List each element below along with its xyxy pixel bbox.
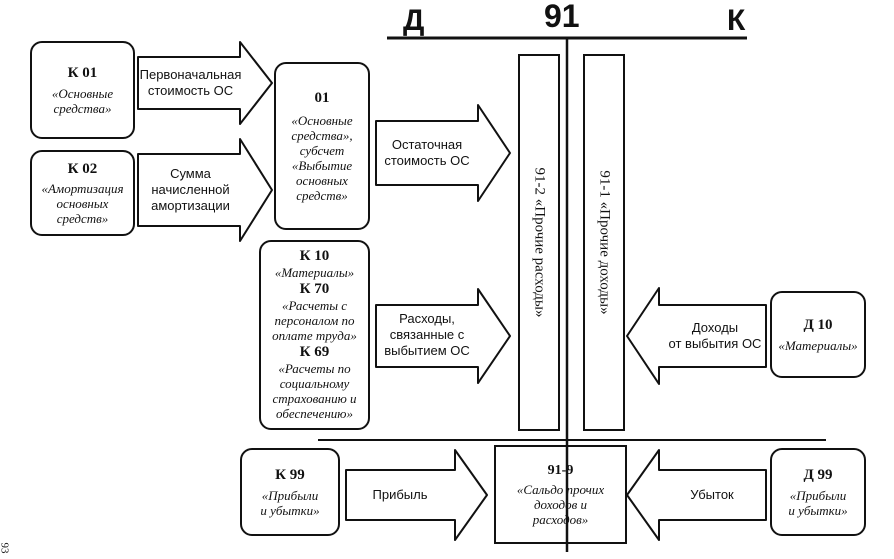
account-code: К 10: [299, 248, 330, 264]
arrow-disposal-income-label: Доходы от выбытия ОС: [665, 320, 765, 352]
label-line: начисленной: [151, 182, 230, 197]
arrow-loss: [626, 449, 767, 541]
account-desc-line: «Расчеты по: [278, 361, 351, 376]
account-desc-line: основных: [296, 173, 348, 188]
account-code: 91-9: [547, 463, 574, 478]
account-code: К 02: [67, 161, 98, 177]
arrow-depreciation: [137, 138, 273, 242]
account-desc-line: средства»: [53, 101, 112, 116]
arrow-disposal-income: [626, 287, 767, 385]
account-desc-line: основных: [56, 196, 109, 211]
account-code: К 01: [67, 65, 98, 81]
credit-header: К: [727, 4, 746, 37]
account-code: Д 10: [803, 317, 833, 333]
label-line: стоимость ОС: [147, 83, 234, 98]
subaccount-911: 91-1 «Прочие доходы»: [584, 55, 624, 430]
account-desc-line: и убытки»: [788, 503, 848, 518]
subaccount-912: 91-2 «Прочие расходы»: [519, 55, 559, 430]
account-code: К 69: [299, 344, 330, 360]
debit-header: Д: [403, 4, 425, 37]
account-desc-line: субсчет: [299, 143, 345, 158]
account-desc-line: «Амортизация: [41, 181, 124, 196]
account-code: 01: [314, 90, 330, 106]
arrow-profit: [345, 449, 488, 541]
page-number: 93: [0, 542, 11, 554]
subaccount-912-box: [518, 54, 560, 431]
account-desc-line: персоналом по: [274, 313, 355, 328]
account-desc-line: средств»: [296, 188, 348, 203]
account-k99-box: К 99 «Прибыли и убытки»: [240, 448, 340, 536]
account-desc-line: «Сальдо прочих: [516, 482, 605, 497]
arrow-disposal-expenses-label: Расходы, связанные с выбытием ОС: [377, 311, 477, 359]
arrow-depreciation-label: Сумма начисленной амортизации: [138, 166, 243, 214]
label-line: Первоначальная: [139, 67, 242, 82]
label-line: Остаточная: [391, 137, 463, 152]
arrow-initial-cost-label: Первоначальная стоимость ОС: [138, 67, 243, 99]
subaccount-911-box: [583, 54, 625, 431]
account-desc-line: расходов»: [532, 512, 589, 527]
account-desc-line: «Выбытие: [291, 158, 353, 173]
account-code: К 99: [275, 467, 305, 483]
subaccount-912-label: 91-2 «Прочие расходы»: [531, 167, 548, 318]
account-desc-line: «Расчеты с: [281, 298, 348, 313]
arrow-residual: [375, 104, 511, 202]
account-01-box: 01 «Основные средства», субсчет «Выбытие…: [274, 62, 370, 230]
subaccount-911-label: 91-1 «Прочие доходы»: [596, 170, 613, 315]
account-desc-line: и убытки»: [260, 503, 320, 518]
label-line: Сумма: [170, 166, 211, 181]
account-k02-box: К 02 «Амортизация основных средств»: [30, 150, 135, 236]
account-desc-line: «Основные: [291, 113, 353, 128]
account-desc-line: «Прибыли: [261, 488, 319, 503]
account-code: Д 99: [803, 467, 833, 483]
label-line: выбытием ОС: [384, 343, 470, 358]
account-desc-line: «Материалы»: [274, 265, 355, 280]
account-d10-box: Д 10 «Материалы»: [770, 291, 866, 378]
account-desc-line: «Основные: [51, 86, 114, 101]
label-line: стоимость ОС: [384, 153, 470, 168]
expenses-sources-box: К 10 «Материалы» К 70 «Расчеты с персона…: [259, 240, 370, 430]
arrow-loss-label: Убыток: [690, 487, 734, 502]
label-line: от выбытия ОС: [668, 336, 762, 351]
arrow-disposal-expenses: [375, 288, 511, 384]
arrow-initial-cost: [137, 41, 273, 125]
label-line: Доходы: [691, 320, 739, 335]
label-line: Расходы,: [399, 311, 455, 326]
account-919: 91-9 «Сальдо прочих доходов и расходов»: [495, 446, 626, 543]
arrow-profit-label: Прибыль: [372, 487, 428, 502]
account-desc-line: социальному: [279, 376, 350, 391]
account-header: 91: [544, 0, 580, 34]
account-919-box: [494, 445, 627, 544]
label-line: амортизации: [151, 198, 230, 213]
account-desc-line: оплате труда»: [272, 328, 357, 343]
account-desc-line: средств»: [56, 211, 109, 226]
label-line: связанные с: [389, 327, 465, 342]
account-desc-line: доходов и: [533, 497, 588, 512]
account-code: К 70: [299, 281, 330, 297]
account-desc-line: средства»,: [291, 128, 353, 143]
arrow-residual-label: Остаточная стоимость ОС: [377, 137, 477, 169]
account-d99-box: Д 99 «Прибыли и убытки»: [770, 448, 866, 536]
account-desc-line: «Материалы»: [778, 338, 858, 353]
account-desc-line: страхованию и: [272, 391, 357, 406]
account-k01-box: К 01 «Основные средства»: [30, 41, 135, 139]
account-desc-line: обеспечению»: [276, 406, 353, 421]
account-desc-line: «Прибыли: [789, 488, 847, 503]
